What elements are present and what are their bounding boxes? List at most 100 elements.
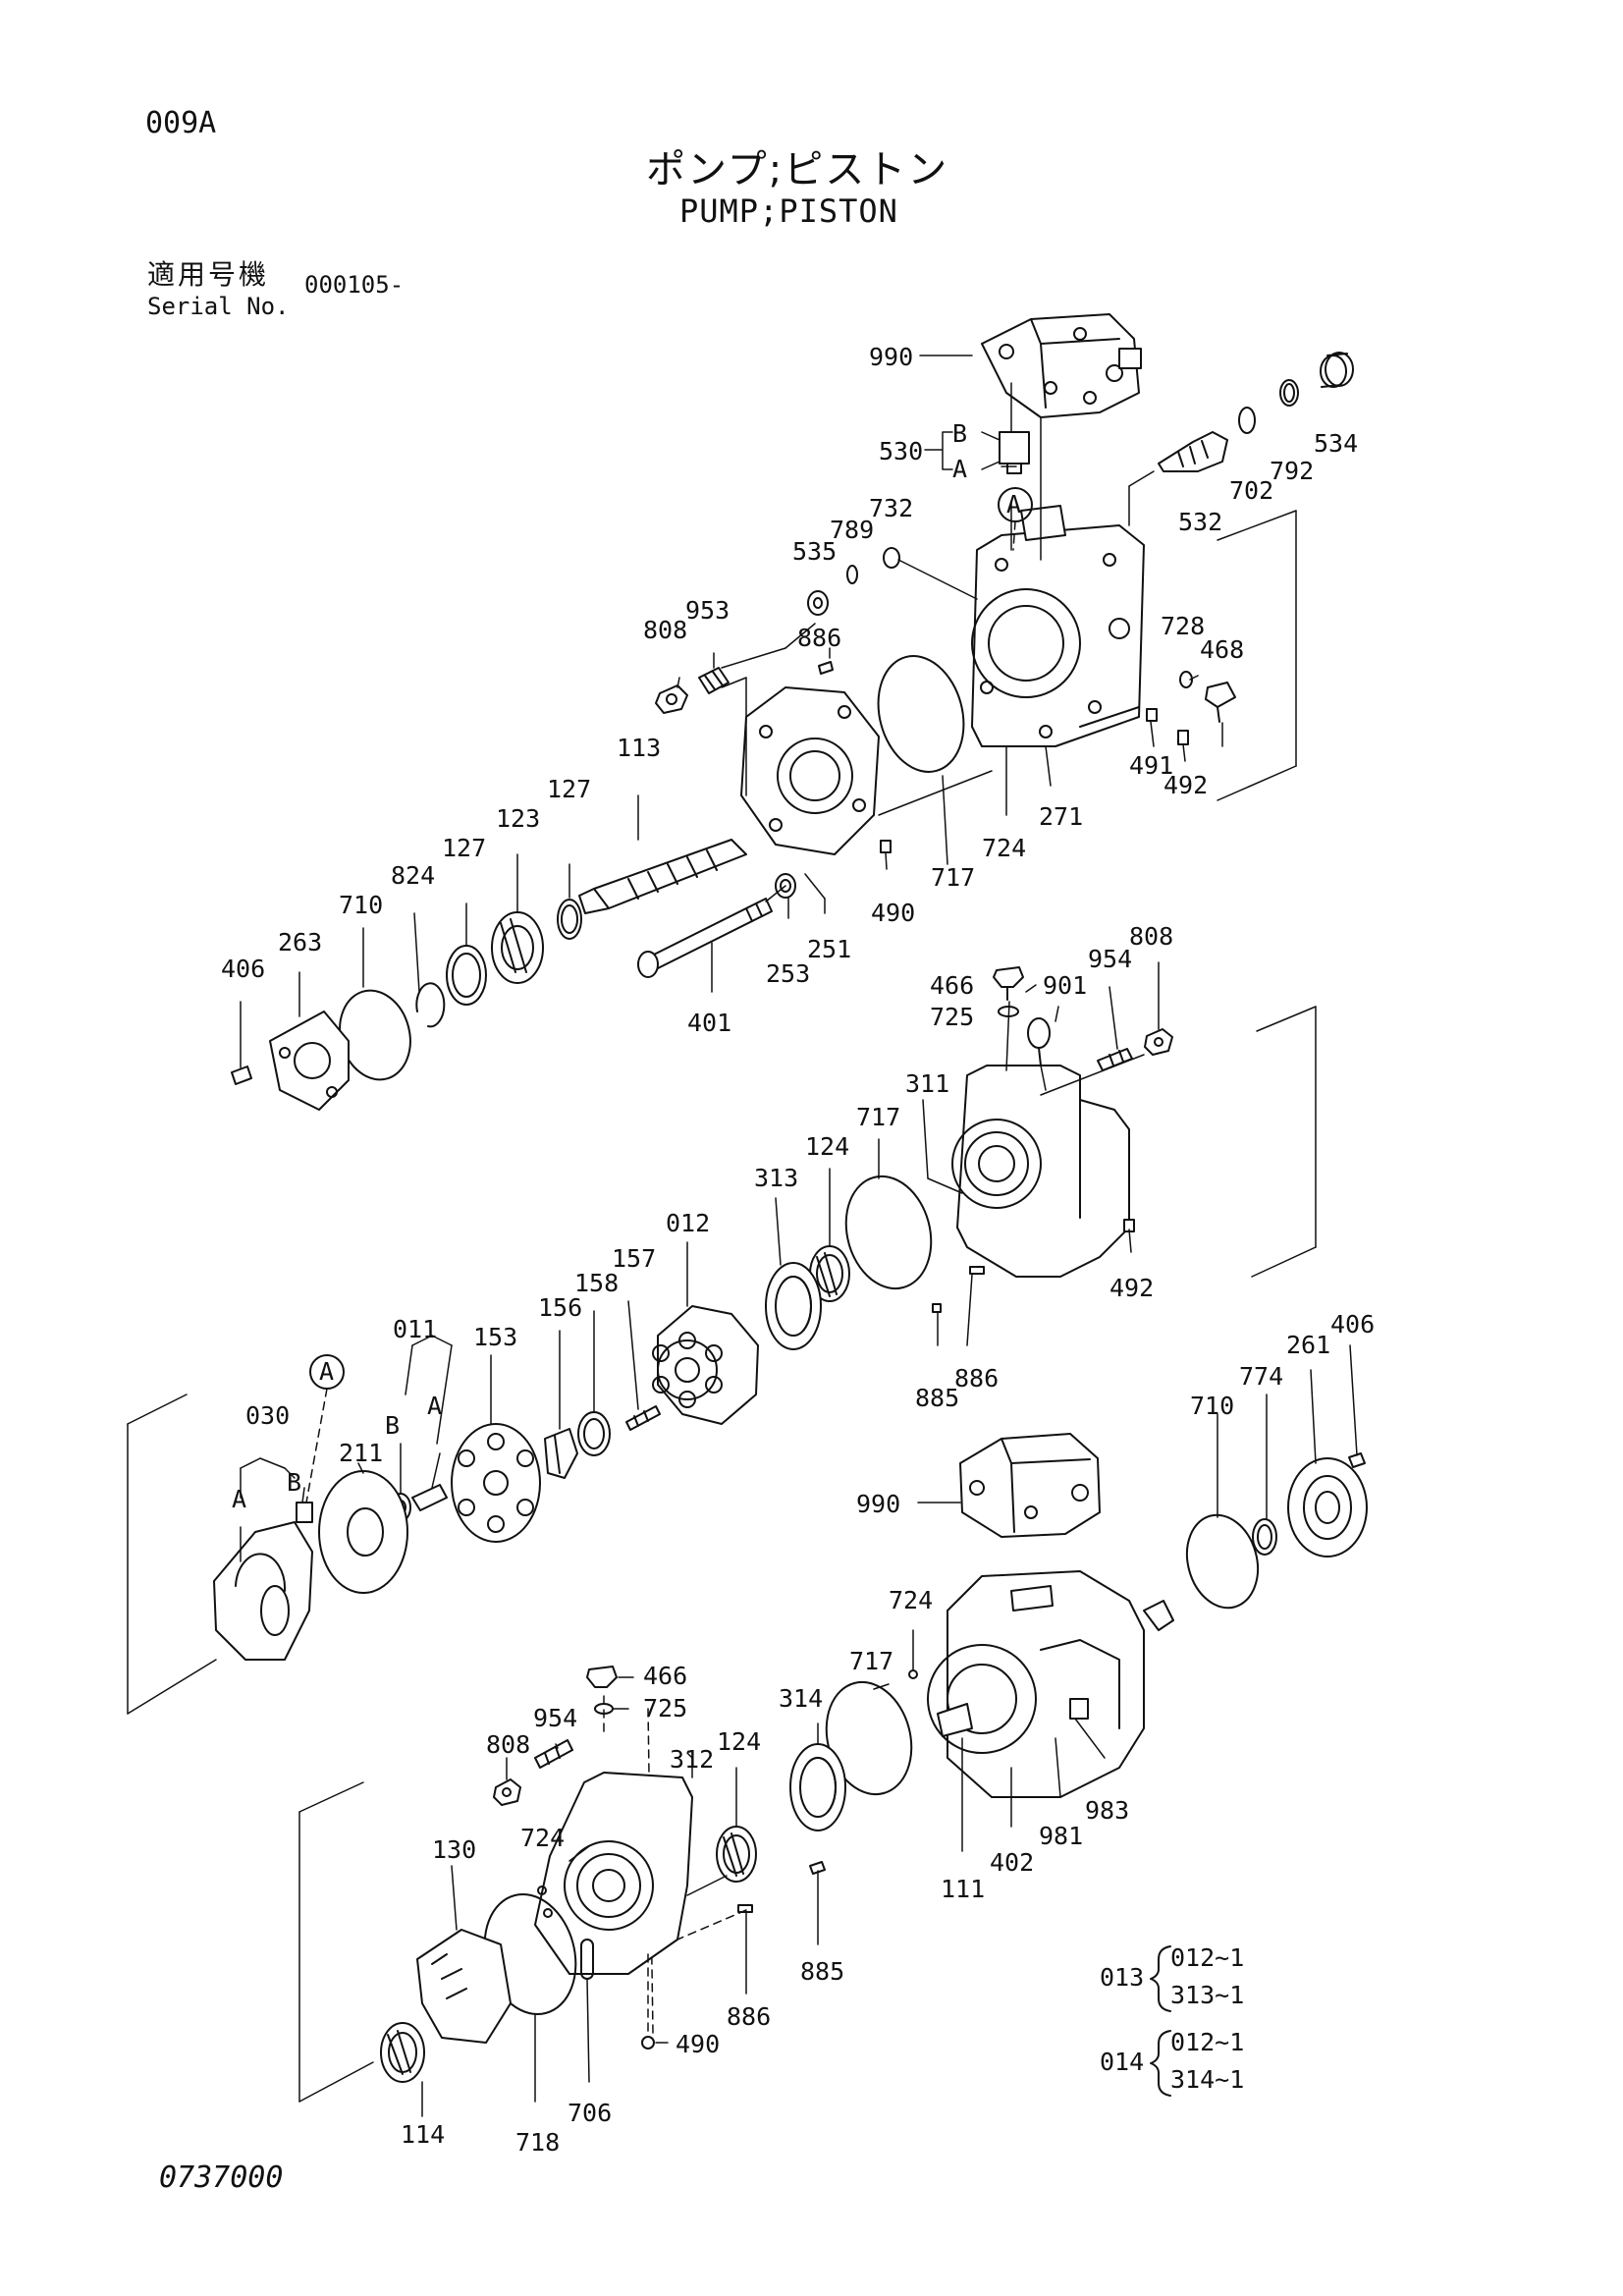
dashed-guide-lines-lower — [647, 1909, 747, 2036]
label-466-middle: 466 — [930, 971, 974, 1000]
leader-lines-lower-left — [298, 1676, 747, 2117]
label-717-lower: 717 — [849, 1647, 893, 1675]
label-158: 158 — [574, 1269, 619, 1297]
label-251: 251 — [807, 935, 851, 963]
label-954-middle: 954 — [1088, 945, 1132, 973]
label-774: 774 — [1239, 1362, 1283, 1391]
label-724-lower-left: 724 — [520, 1824, 565, 1852]
label-983: 983 — [1085, 1796, 1129, 1825]
label-732: 732 — [869, 494, 913, 522]
label-953: 953 — [685, 596, 730, 625]
label-534: 534 — [1314, 429, 1358, 458]
regulator-990-upper — [981, 313, 1142, 418]
pump-housing-upper — [971, 505, 1145, 747]
label-124-lower: 124 — [717, 1727, 761, 1756]
pump-assembly-main — [927, 1570, 1174, 1798]
plate-153 — [451, 1423, 541, 1543]
plate-211 — [318, 1470, 408, 1594]
part-530-block — [999, 431, 1030, 474]
label-718: 718 — [515, 2128, 560, 2157]
cover-261 — [1287, 1457, 1368, 1558]
label-990-lower: 990 — [856, 1490, 900, 1518]
ab-brackets — [924, 431, 1017, 470]
label-211: 211 — [339, 1439, 383, 1467]
part-885-middle — [932, 1303, 942, 1313]
part-127a — [557, 899, 582, 940]
label-492-upper: 492 — [1163, 771, 1208, 799]
kit-legend: 013 012~1 313~1 014 012~1 314~1 — [1100, 1943, 1244, 2094]
swash-030 — [213, 1502, 313, 1661]
label-263: 263 — [278, 928, 322, 957]
label-530-b: B — [952, 419, 967, 448]
part-886-middle — [969, 1266, 985, 1275]
label-886-lower: 886 — [727, 2002, 771, 2031]
label-406-lower: 406 — [1330, 1310, 1375, 1339]
label-710-lower: 710 — [1190, 1392, 1234, 1420]
page-title: PUMP;PISTON — [679, 192, 898, 230]
plate-313 — [765, 1262, 822, 1350]
bearing-123 — [491, 911, 544, 984]
regulator-990-lower — [959, 1433, 1101, 1538]
label-901: 901 — [1043, 971, 1087, 1000]
bearing-124-middle — [809, 1245, 850, 1302]
pump-housing-middle — [951, 1065, 1130, 1278]
label-981: 981 — [1039, 1822, 1083, 1850]
part-774 — [1252, 1518, 1277, 1556]
kit-014-label: 014 — [1100, 2048, 1144, 2076]
part-724-lower-left — [537, 1886, 553, 1918]
kit-013-item-2: 313~1 — [1170, 1981, 1244, 2009]
part-792 — [1279, 379, 1299, 407]
part-490-lower — [641, 2036, 655, 2050]
part-535 — [807, 590, 829, 616]
label-885-middle: 885 — [915, 1384, 959, 1412]
label-466-lower: 466 — [643, 1662, 687, 1690]
part-724-lower-right — [908, 1669, 918, 1679]
label-954-lower: 954 — [533, 1704, 577, 1732]
part-466-lower — [586, 1666, 618, 1688]
label-011-b: B — [385, 1411, 400, 1440]
label-127-upper: 127 — [547, 775, 591, 803]
kit-014-item-2: 314~1 — [1170, 2065, 1244, 2094]
part-953-upper — [698, 667, 730, 694]
bolt-406-upper — [231, 1066, 252, 1085]
label-012: 012 — [666, 1209, 710, 1237]
label-253: 253 — [766, 959, 810, 988]
kit-014-item-1: 012~1 — [1170, 2028, 1244, 2056]
label-530: 530 — [879, 437, 923, 465]
bearing-114 — [380, 2022, 425, 2083]
label-724-upper: 724 — [982, 834, 1026, 862]
label-990: 990 — [869, 343, 913, 371]
label-402: 402 — [990, 1848, 1034, 1877]
part-886-upper — [818, 661, 834, 675]
gear-130 — [416, 1929, 512, 2044]
part-808-middle — [1144, 1028, 1173, 1056]
label-706: 706 — [568, 2099, 612, 2127]
pump-housing-lower — [534, 1772, 693, 1975]
label-153: 153 — [473, 1323, 517, 1351]
label-113: 113 — [617, 734, 661, 762]
label-725-lower: 725 — [643, 1694, 687, 1722]
cylinder-012 — [652, 1305, 759, 1425]
part-824 — [415, 982, 446, 1028]
label-311: 311 — [905, 1069, 949, 1098]
label-030: 030 — [245, 1401, 290, 1430]
label-124-middle: 124 — [805, 1132, 849, 1161]
label-728: 728 — [1161, 612, 1205, 640]
label-156: 156 — [538, 1293, 582, 1322]
port-block-251 — [740, 686, 880, 855]
part-725-lower — [594, 1703, 614, 1715]
serial-number: 000105- — [304, 271, 405, 299]
label-492-middle: 492 — [1109, 1274, 1154, 1302]
part-732 — [883, 547, 900, 569]
part-710-lower — [1185, 1513, 1260, 1610]
part-728 — [1179, 671, 1193, 688]
serial-label: Serial No. — [147, 293, 290, 320]
kit-013-label: 013 — [1100, 1963, 1144, 1992]
label-789: 789 — [830, 516, 874, 544]
label-717-upper: 717 — [931, 863, 975, 892]
part-127b — [446, 945, 487, 1006]
label-314: 314 — [779, 1684, 823, 1713]
leader-lines-upper — [240, 355, 1297, 1068]
label-312: 312 — [670, 1745, 714, 1774]
